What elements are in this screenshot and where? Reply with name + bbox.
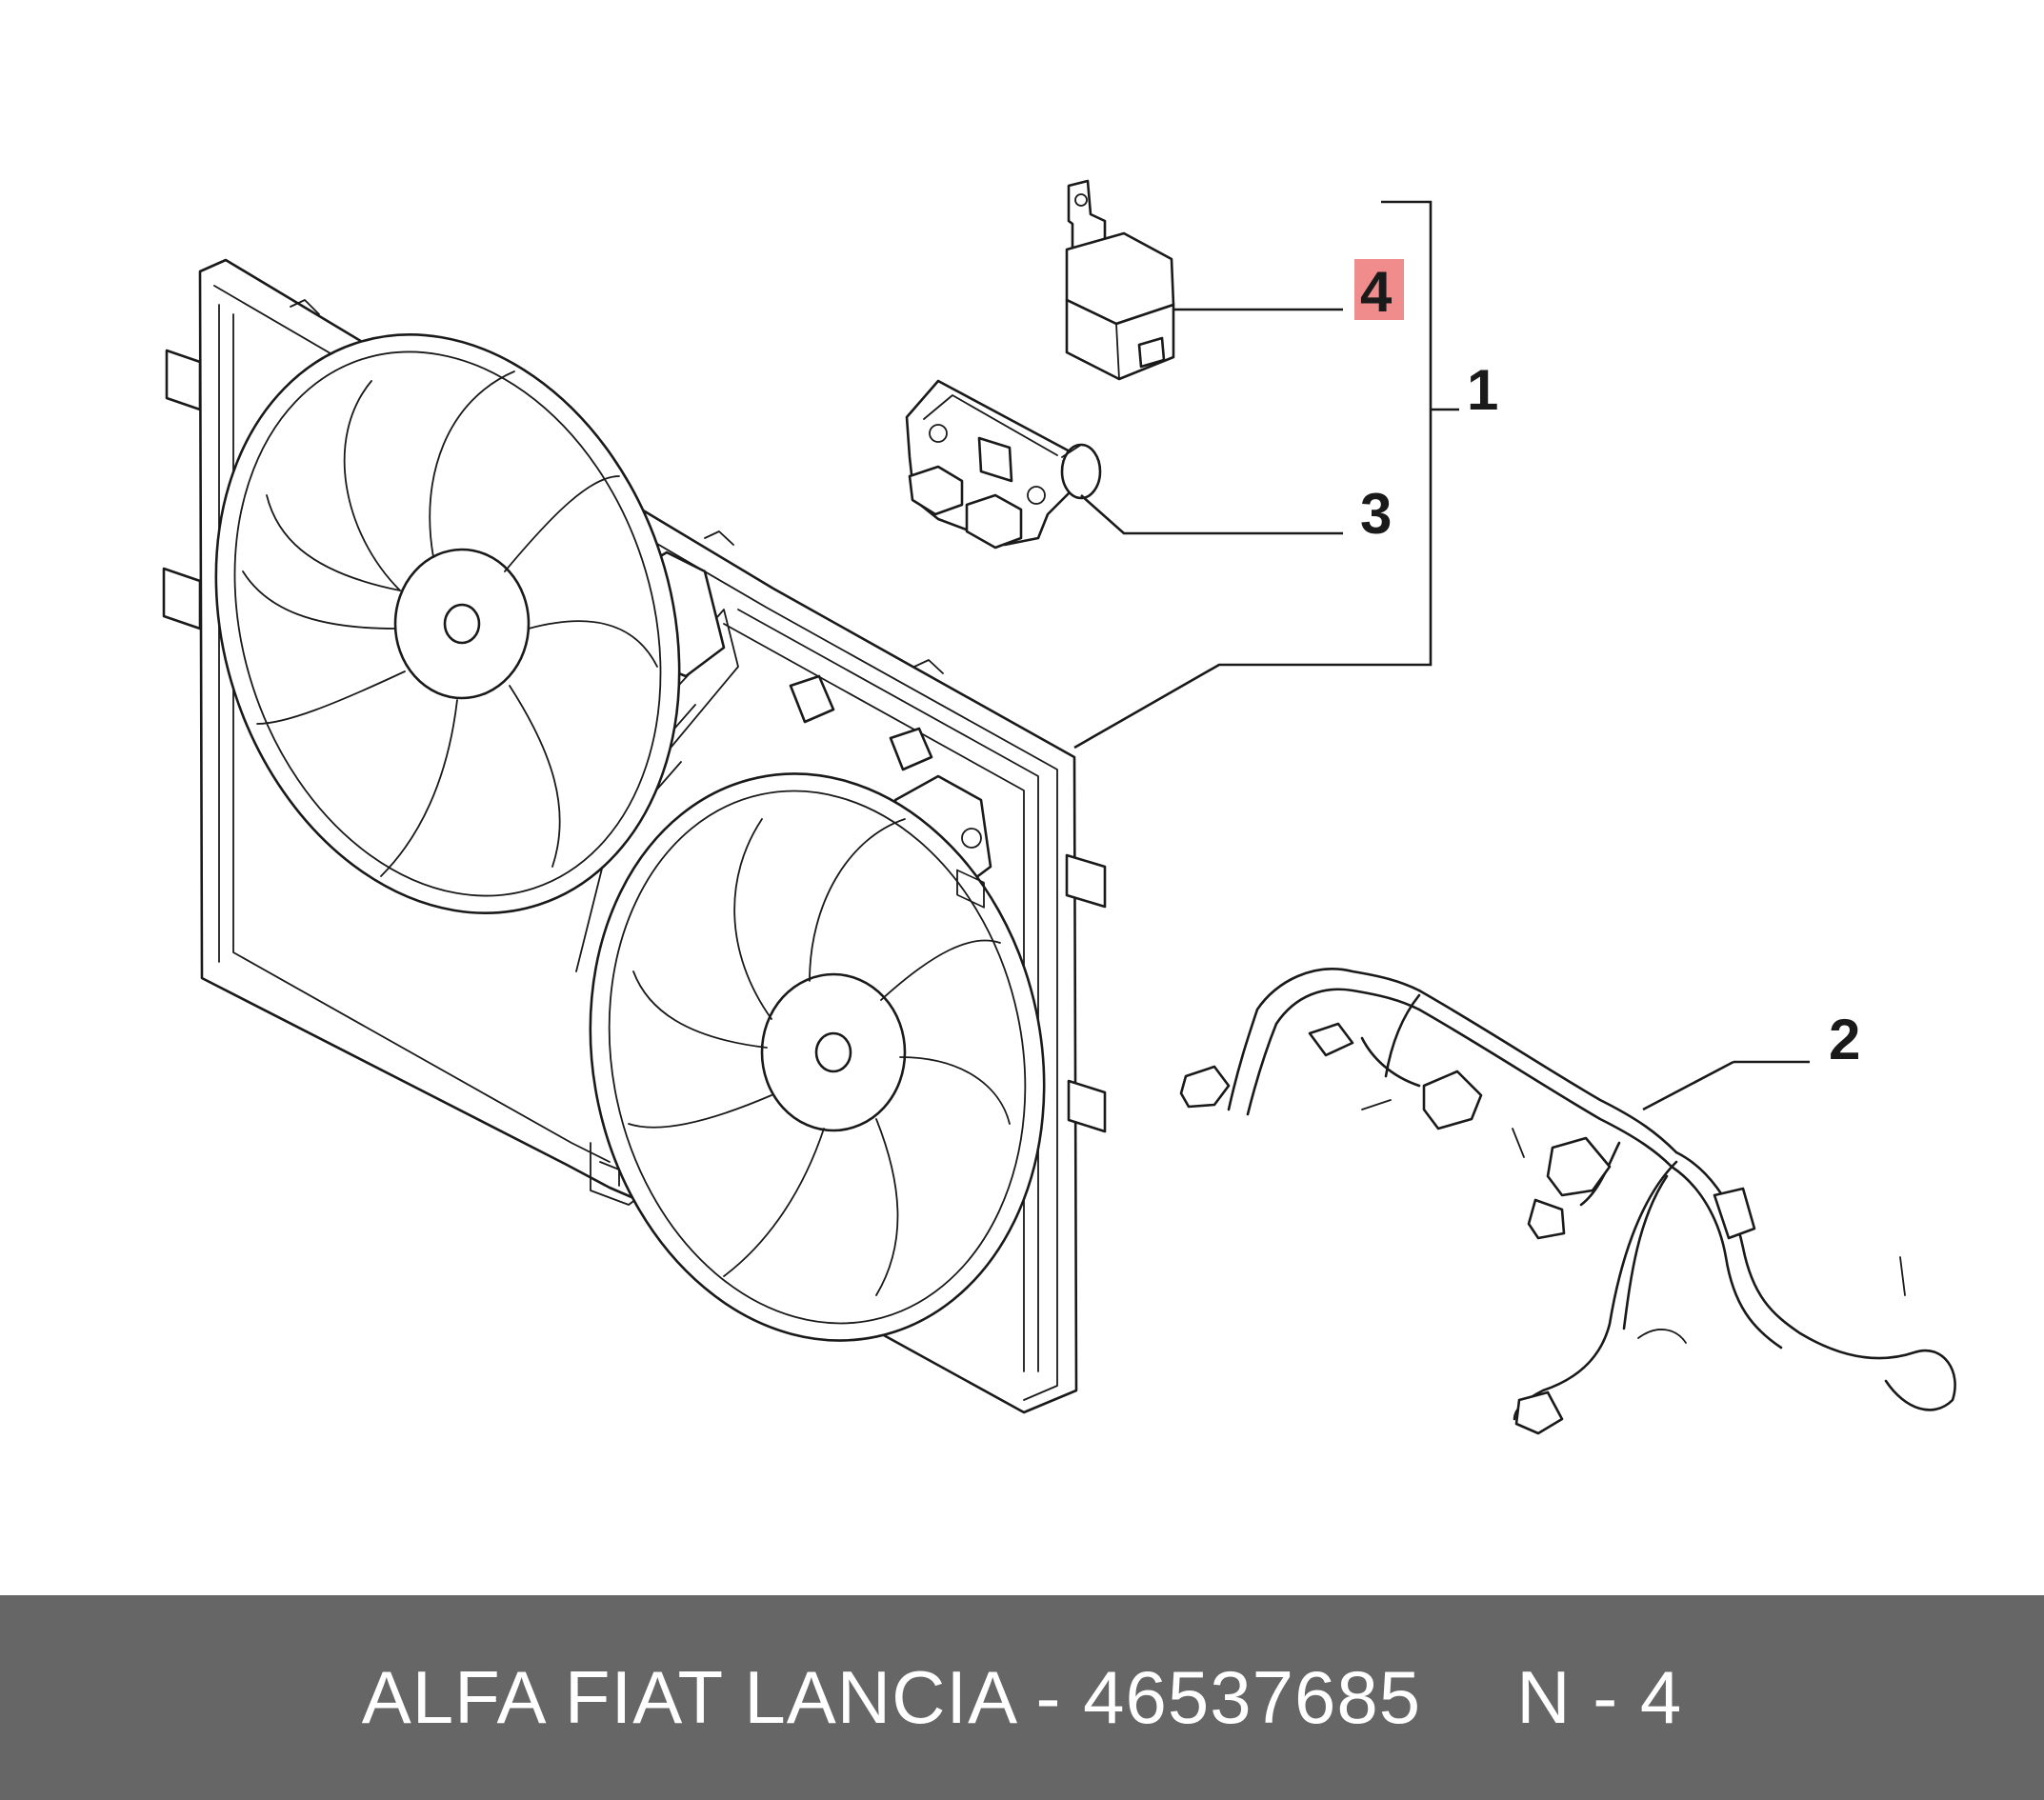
callout-2: 2 bbox=[1829, 1008, 1860, 1071]
footer-caption: ALFA FIAT LANCIA - 46537685 N - 4 bbox=[362, 1654, 1682, 1741]
page-ref-text: N - 4 bbox=[1516, 1655, 1683, 1739]
callouts: 4 1 3 2 bbox=[1354, 259, 1860, 1071]
callout-4-highlight bbox=[1354, 259, 1404, 320]
callout-3: 3 bbox=[1360, 482, 1392, 546]
footer-bar: ALFA FIAT LANCIA - 46537685 N - 4 bbox=[0, 1595, 2044, 1800]
wiring-harness-part-2 bbox=[1179, 968, 1956, 1435]
callout-4: 4 bbox=[1360, 260, 1393, 324]
exploded-parts-diagram: 4 1 3 2 bbox=[162, 179, 1956, 1435]
callout-1: 1 bbox=[1467, 358, 1498, 422]
lower-fan bbox=[589, 772, 1046, 1342]
resistor-part-3 bbox=[905, 379, 1102, 909]
relay-part-4 bbox=[1065, 179, 1175, 381]
part-number-text: ALFA FIAT LANCIA - 46537685 bbox=[361, 1655, 1422, 1739]
leader-lines bbox=[1073, 200, 1810, 1111]
upper-fan bbox=[214, 333, 681, 914]
